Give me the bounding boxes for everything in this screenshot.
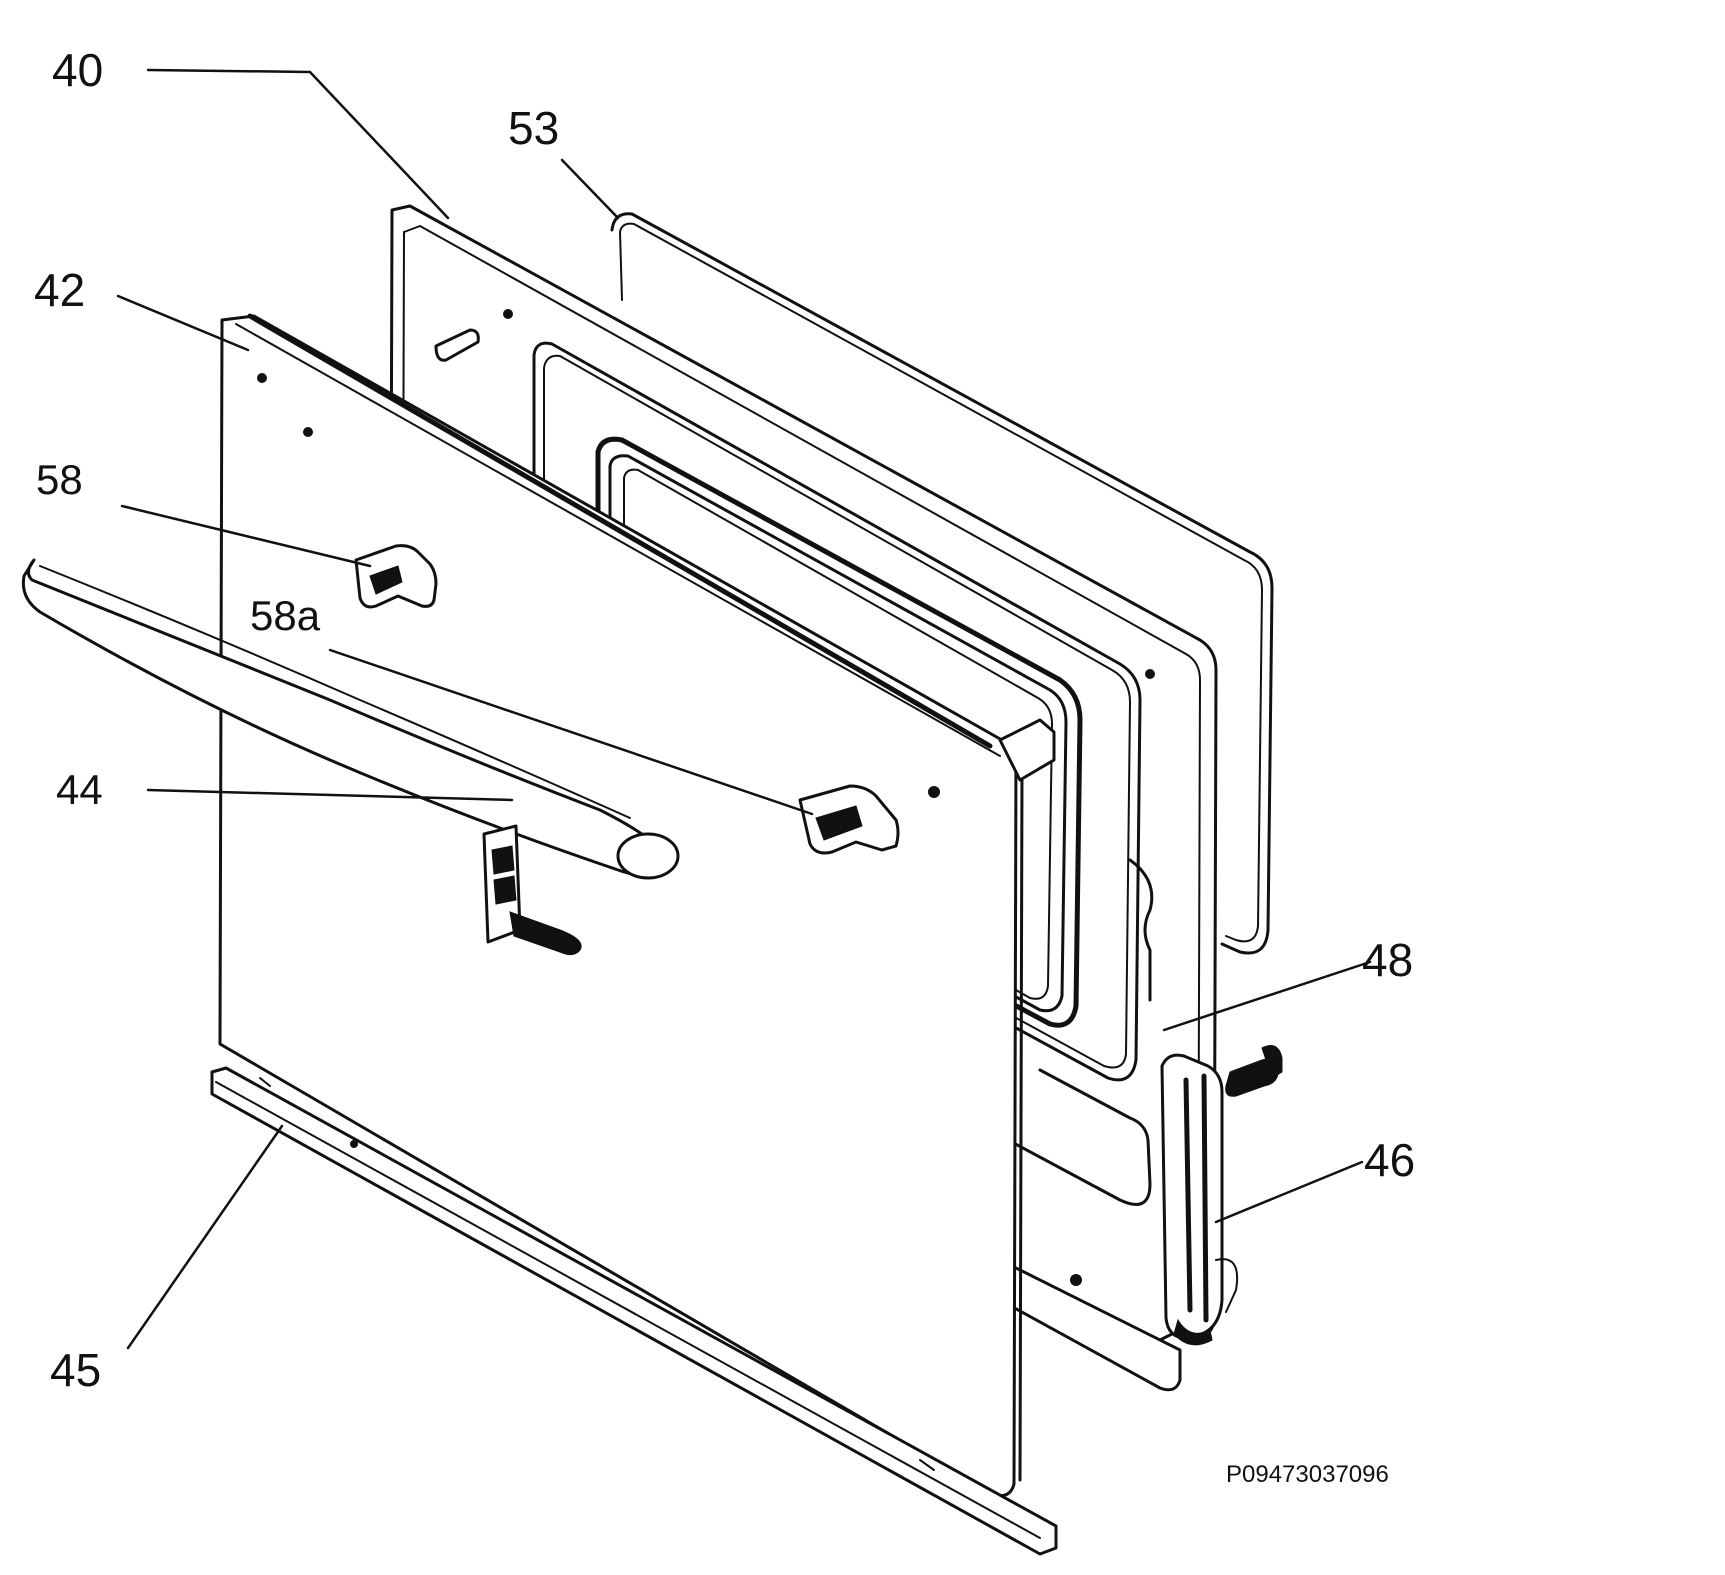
part-label-42: 42 — [34, 264, 85, 316]
part-label-45: 45 — [50, 1344, 101, 1396]
part-45-bottom-trim — [210, 1066, 1058, 1556]
part-58a-handle-bracket-lower — [798, 784, 940, 855]
part-58-handle-bracket-upper — [354, 544, 438, 609]
part-label-53: 53 — [508, 102, 559, 154]
leader-45 — [126, 1124, 284, 1350]
part-label-46: 46 — [1364, 1134, 1415, 1186]
part-53-door-seal — [610, 212, 1274, 955]
part-label-48: 48 — [1362, 934, 1413, 986]
leader-58a — [328, 648, 814, 816]
leader-42 — [116, 294, 250, 352]
leader-53 — [560, 158, 620, 220]
part-label-58a: 58a — [250, 592, 321, 639]
part-label-58: 58 — [36, 456, 83, 503]
leader-48 — [1162, 960, 1372, 1032]
part-46-hinge — [1160, 1053, 1238, 1346]
leader-46 — [1214, 1160, 1364, 1224]
part-label-40: 40 — [52, 44, 103, 96]
lower-latch-hardware — [482, 824, 582, 956]
drawing-id-label: P09473037096 — [1226, 1461, 1389, 1488]
leader-44 — [146, 788, 514, 802]
leader-lines — [116, 68, 1372, 1350]
leader-58 — [120, 504, 372, 568]
part-label-44: 44 — [56, 766, 103, 813]
part-44-door-handle — [21, 558, 680, 880]
part-48-hinge-screw — [1225, 1045, 1283, 1097]
leader-40 — [146, 68, 450, 220]
